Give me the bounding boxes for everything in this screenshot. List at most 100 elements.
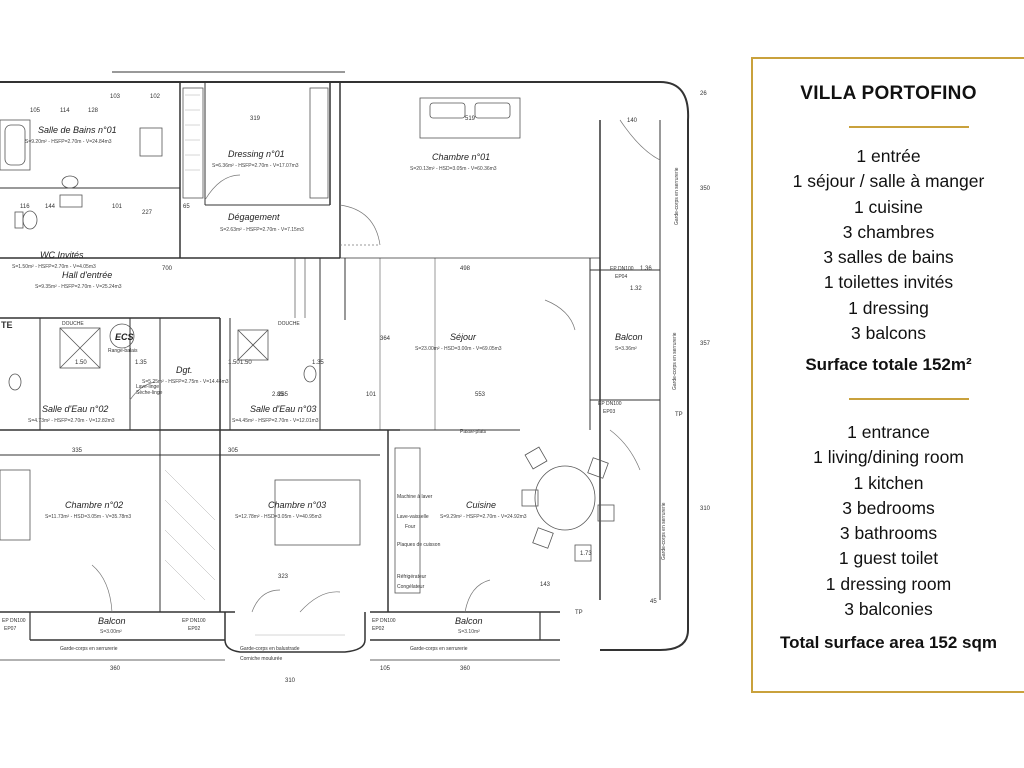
annotation: Congélateur — [397, 584, 425, 590]
plan-hatching — [164, 94, 345, 636]
room-info: S=9.35m² - HSFP=2.70m - V=25.24m3 — [35, 284, 122, 290]
plan-doors — [91, 119, 661, 613]
dimension: 364 — [380, 336, 391, 342]
dimension: 350 — [700, 186, 711, 192]
divider — [849, 126, 969, 128]
dimension: 1.50 — [240, 360, 252, 366]
dimension: 45 — [650, 599, 657, 605]
room-info: S=6.36m² - HSFP=2.70m - V=17.07m3 — [212, 163, 299, 169]
room-label: Hall d'entrée — [62, 270, 112, 280]
feature-item: 3 bedrooms — [842, 497, 935, 518]
annotation: EP DN100 — [598, 401, 622, 407]
dimension: 143 — [540, 582, 551, 588]
dimension: 700 — [162, 266, 173, 272]
annotation: EP02 — [188, 626, 200, 632]
annotation: EP02 — [372, 626, 384, 632]
feature-item: 1 dressing room — [825, 573, 952, 594]
dimension: 101 — [366, 392, 377, 398]
dimension: 102 — [150, 94, 161, 100]
floor-plan: Salle de Bains n°01 S=9.20m² - HSFP=2.70… — [0, 71, 711, 684]
annotation: Garde-corps en serrurerie — [410, 646, 468, 652]
room-label: Séjour — [450, 332, 477, 342]
feature-item: 1 entrance — [847, 422, 930, 442]
dimension: 357 — [700, 341, 711, 347]
dimension: 498 — [460, 266, 471, 272]
room-info: S=4.45m² - HSFP=2.70m - V=12.01m3 — [232, 418, 319, 424]
room-info: S=9.29m² - HSFP=2.70m - V=24.92m3 — [440, 514, 527, 520]
dimension: 116 — [20, 204, 30, 210]
room-info: S=4.73m² - HSFP=2.70m - V=12.82m3 — [28, 418, 115, 424]
dimension: 144 — [45, 204, 56, 210]
dimension: 1.50 — [75, 360, 87, 366]
annotation: Garde-corps en serrurerie — [674, 167, 680, 225]
annotation: EP DN100 — [372, 618, 396, 624]
room-info: S=1.50m² - HSFP=2.70m - V=4.05m3 — [12, 264, 96, 270]
room-label: Cuisine — [466, 500, 496, 510]
room-info: S=23.00m² - HSD=3.00m - V=69.05m3 — [415, 346, 502, 352]
dimension: 319 — [250, 116, 261, 122]
french-total-surface: Surface totale 152m² — [805, 355, 972, 374]
room-label: Dressing n°01 — [228, 149, 285, 159]
feature-item: 3 bathrooms — [839, 523, 938, 544]
dimension: 1.32 — [630, 286, 642, 292]
annotation: Garde-corps en serrurerie — [661, 502, 667, 560]
dimension: 305 — [228, 448, 239, 454]
dimension: 227 — [142, 210, 153, 216]
dimension: 140 — [627, 118, 638, 124]
room-label: Chambre n°02 — [65, 500, 123, 510]
room-label: Salle d'Eau n°02 — [42, 404, 108, 414]
summary-card: VILLA PORTOFINO 1 entrée 1 séjour / sall… — [751, 57, 1024, 693]
room-info: S=5.25m² - HSFP=2.75m - V=14.44m3 — [142, 379, 229, 385]
dimension: 26 — [700, 91, 707, 97]
room-label: Chambre n°03 — [268, 500, 326, 510]
annotation: Machine à laver — [397, 494, 433, 500]
dimension: 553 — [475, 392, 486, 398]
dimension: 65 — [183, 204, 190, 210]
room-label: Balcon — [455, 616, 483, 626]
room-info: S=3.00m² — [100, 629, 122, 635]
property-title: VILLA PORTOFINO — [800, 83, 977, 104]
dimension: 105 — [380, 666, 391, 672]
room-label: Balcon — [98, 616, 126, 626]
room-label: ECS — [115, 332, 134, 342]
annotation: EP DN100 — [182, 618, 206, 624]
annotation: TP — [575, 610, 583, 616]
room-info: S=3.10m² — [458, 629, 480, 635]
annotation: Garde-corps en serrurerie — [60, 646, 118, 652]
annotation: Réfrigérateur — [397, 574, 427, 580]
dimension: 2.85 — [272, 392, 284, 398]
feature-item: 3 balcons — [851, 323, 926, 344]
annotation: Range-balais — [108, 348, 138, 354]
dimension: 1.35 — [312, 360, 324, 366]
divider — [849, 398, 969, 400]
dimension-labels: 105 114 128 103 102 319 519 140 116 101 … — [20, 91, 711, 684]
dimension: 335 — [72, 448, 83, 454]
english-total-surface: Total surface area 152 sqm — [779, 633, 997, 652]
dimension: 323 — [278, 574, 289, 580]
feature-item: 1 guest toilet — [838, 548, 939, 569]
room-label: Balcon — [615, 332, 643, 342]
room-info: S=9.20m² - HSFP=2.70m - V=24.84m3 — [25, 139, 112, 145]
dimension: 103 — [110, 94, 121, 100]
french-features-list: 1 entrée 1 séjour / salle à manger 1 cui… — [753, 144, 1024, 346]
dimension: 1.50 — [228, 360, 240, 366]
annotation: Garde-corps en balustrade — [240, 646, 300, 652]
feature-item: 1 entrée — [856, 146, 921, 166]
feature-item: 3 chambres — [842, 221, 935, 242]
room-label: Dgt. — [176, 365, 193, 375]
dimension: 101 — [112, 204, 123, 210]
dimension: 360 — [460, 666, 471, 672]
dimension: 519 — [465, 116, 476, 122]
room-label: Salle d'Eau n°03 — [250, 404, 316, 414]
room-info: S=3.36m² — [615, 346, 637, 352]
dimension: 1.36 — [640, 266, 652, 272]
annotation: Passe-plats — [460, 429, 487, 435]
annotation: DOUCHE — [62, 321, 84, 327]
feature-item: 1 cuisine — [853, 196, 924, 217]
room-info: S=11.73m² - HSD=3.05m - V=35.78m3 — [45, 514, 131, 520]
feature-item: 1 living/dining room — [813, 447, 964, 468]
room-info: S=20.13m² - HSD=3.05m - V=60.36m3 — [410, 166, 497, 172]
annotation: Four — [405, 524, 416, 530]
annotation: EP DN100 — [2, 618, 26, 624]
feature-item: 3 balconies — [844, 599, 933, 620]
